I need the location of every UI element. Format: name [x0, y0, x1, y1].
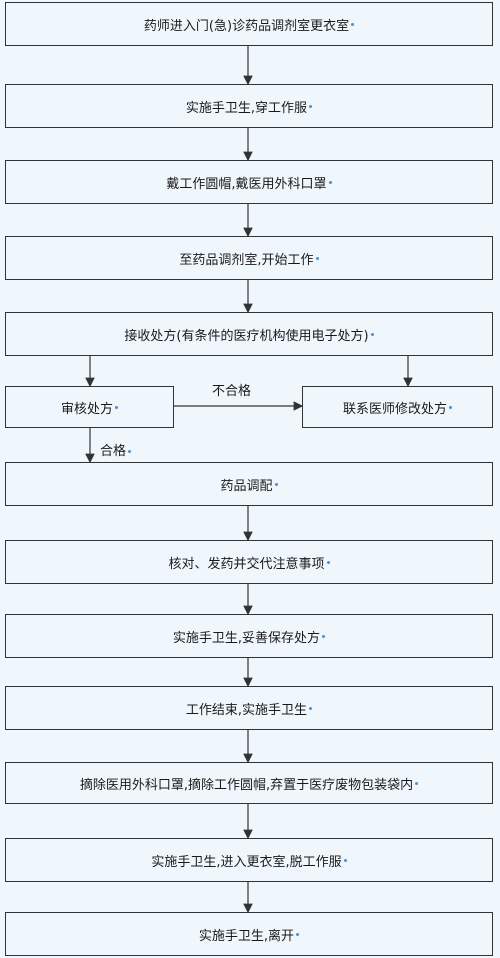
step-label: 审核处方 — [60, 401, 113, 417]
step-label: 摘除医用外科口罩,摘除工作圆帽,弃置于医疗废物包装袋内 — [79, 777, 414, 793]
step-verify-issue: 核对、发药并交代注意事项 — [5, 540, 493, 584]
marker-dot — [351, 22, 355, 26]
marker-dot — [296, 932, 300, 936]
step-label: 戴工作圆帽,戴医用外科口罩 — [166, 176, 327, 192]
step-label: 联系医师修改处方 — [342, 401, 447, 417]
marker-dot — [274, 482, 278, 486]
step-leave: 实施手卫生,离开 — [5, 912, 493, 956]
edge-label-fail: 不合格 — [212, 384, 252, 399]
step-store-prescription: 实施手卫生,妥善保存处方 — [5, 614, 493, 658]
step-start-work: 至药品调剂室,开始工作 — [5, 236, 493, 280]
step-work-end: 工作结束,实施手卫生 — [5, 686, 493, 730]
marker-dot — [343, 858, 347, 862]
step-cap-mask: 戴工作圆帽,戴医用外科口罩 — [5, 160, 493, 204]
step-dispense-drugs: 药品调配 — [5, 462, 493, 506]
step-receive-prescription: 接收处方(有条件的医疗机构使用电子处方) — [5, 312, 493, 356]
step-label: 实施手卫生,穿工作服 — [185, 100, 308, 116]
marker-dot — [328, 180, 332, 184]
step-enter-changing-room: 药师进入门(急)诊药品调剂室更衣室 — [5, 2, 493, 46]
step-label: 接收处方(有条件的医疗机构使用电子处方) — [124, 328, 369, 344]
marker-dot — [370, 332, 374, 336]
marker-dot — [309, 104, 313, 108]
marker-dot — [449, 405, 452, 409]
step-label: 至药品调剂室,开始工作 — [179, 252, 314, 268]
marker-dot — [309, 706, 313, 710]
marker-dot — [326, 560, 330, 564]
marker-dot — [315, 256, 319, 260]
step-contact-physician: 联系医师修改处方 — [302, 386, 493, 428]
step-label: 实施手卫生,妥善保存处方 — [172, 630, 321, 646]
step-label: 药师进入门(急)诊药品调剂室更衣室 — [143, 18, 350, 34]
marker-dot — [322, 634, 326, 638]
edge-label-pass: 合格 — [100, 440, 132, 459]
step-label: 工作结束,实施手卫生 — [185, 702, 308, 718]
step-label: 实施手卫生,离开 — [198, 928, 295, 944]
step-label: 药品调配 — [220, 478, 273, 494]
marker-dot — [415, 781, 419, 785]
marker-dot — [115, 405, 118, 409]
step-label: 核对、发药并交代注意事项 — [168, 556, 325, 572]
step-remove-gown: 实施手卫生,进入更衣室,脱工作服 — [5, 838, 493, 882]
marker-dot — [128, 450, 132, 453]
step-hand-hygiene-gown: 实施手卫生,穿工作服 — [5, 84, 493, 128]
step-review-prescription: 审核处方 — [5, 386, 174, 428]
step-remove-mask-cap: 摘除医用外科口罩,摘除工作圆帽,弃置于医疗废物包装袋内 — [5, 762, 493, 804]
step-label: 实施手卫生,进入更衣室,脱工作服 — [151, 854, 342, 870]
